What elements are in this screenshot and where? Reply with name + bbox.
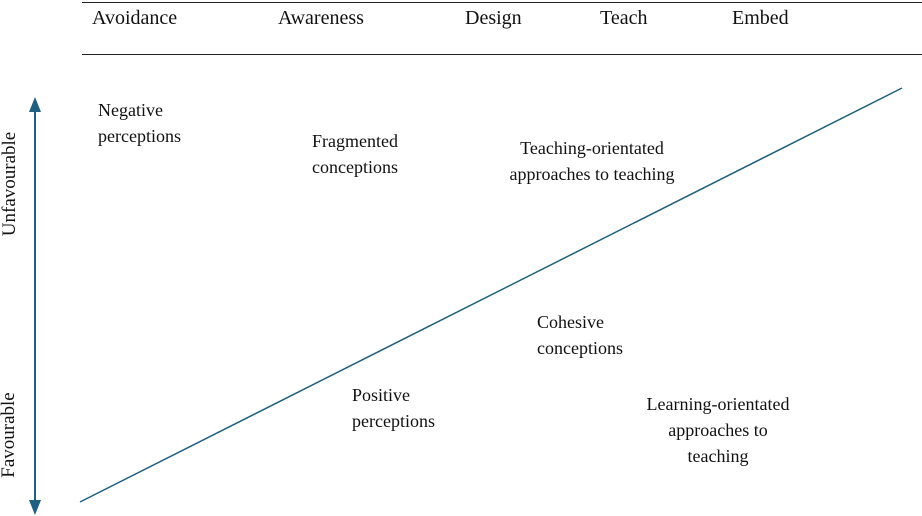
axis-label-unfavourable: Unfavourable [0, 131, 20, 237]
label-line: approaches to teaching [509, 164, 675, 184]
diagonal-divider-line [79, 87, 903, 503]
label-line: approaches to [668, 420, 768, 440]
arrow-up-icon [29, 97, 41, 112]
label-line: teaching [687, 446, 749, 466]
label-line: Negative [98, 100, 163, 120]
stage-awareness: Awareness [278, 7, 364, 29]
label-fragmented-conceptions: Fragmented conceptions [312, 128, 398, 180]
label-line: conceptions [312, 157, 398, 177]
label-positive-perceptions: Positive perceptions [352, 382, 435, 434]
stage-avoidance: Avoidance [92, 7, 178, 29]
label-line: conceptions [537, 338, 623, 358]
header-top-rule [82, 2, 922, 3]
stage-teach: Teach [600, 7, 648, 29]
label-line: Cohesive [537, 312, 604, 332]
label-line: Positive [352, 385, 411, 405]
header-bottom-rule [82, 54, 922, 55]
label-line: perceptions [98, 126, 181, 146]
label-learning-orientated: Learning-orientated approaches to teachi… [628, 391, 808, 469]
stage-embed: Embed [732, 7, 789, 29]
arrow-down-icon [29, 500, 41, 515]
label-line: Teaching-orientated [520, 138, 664, 158]
label-negative-perceptions: Negative perceptions [98, 97, 181, 149]
label-line: Learning-orientated [646, 394, 790, 414]
stage-design: Design [465, 7, 522, 29]
axis-label-favourable: Favourable [0, 392, 19, 478]
label-teaching-orientated: Teaching-orientated approaches to teachi… [492, 135, 692, 187]
label-line: Fragmented [312, 131, 398, 151]
stage-header: Avoidance Awareness Design Teach Embed [0, 0, 922, 56]
vertical-double-arrow [29, 97, 41, 515]
label-line: perceptions [352, 411, 435, 431]
label-cohesive-conceptions: Cohesive conceptions [537, 309, 623, 361]
